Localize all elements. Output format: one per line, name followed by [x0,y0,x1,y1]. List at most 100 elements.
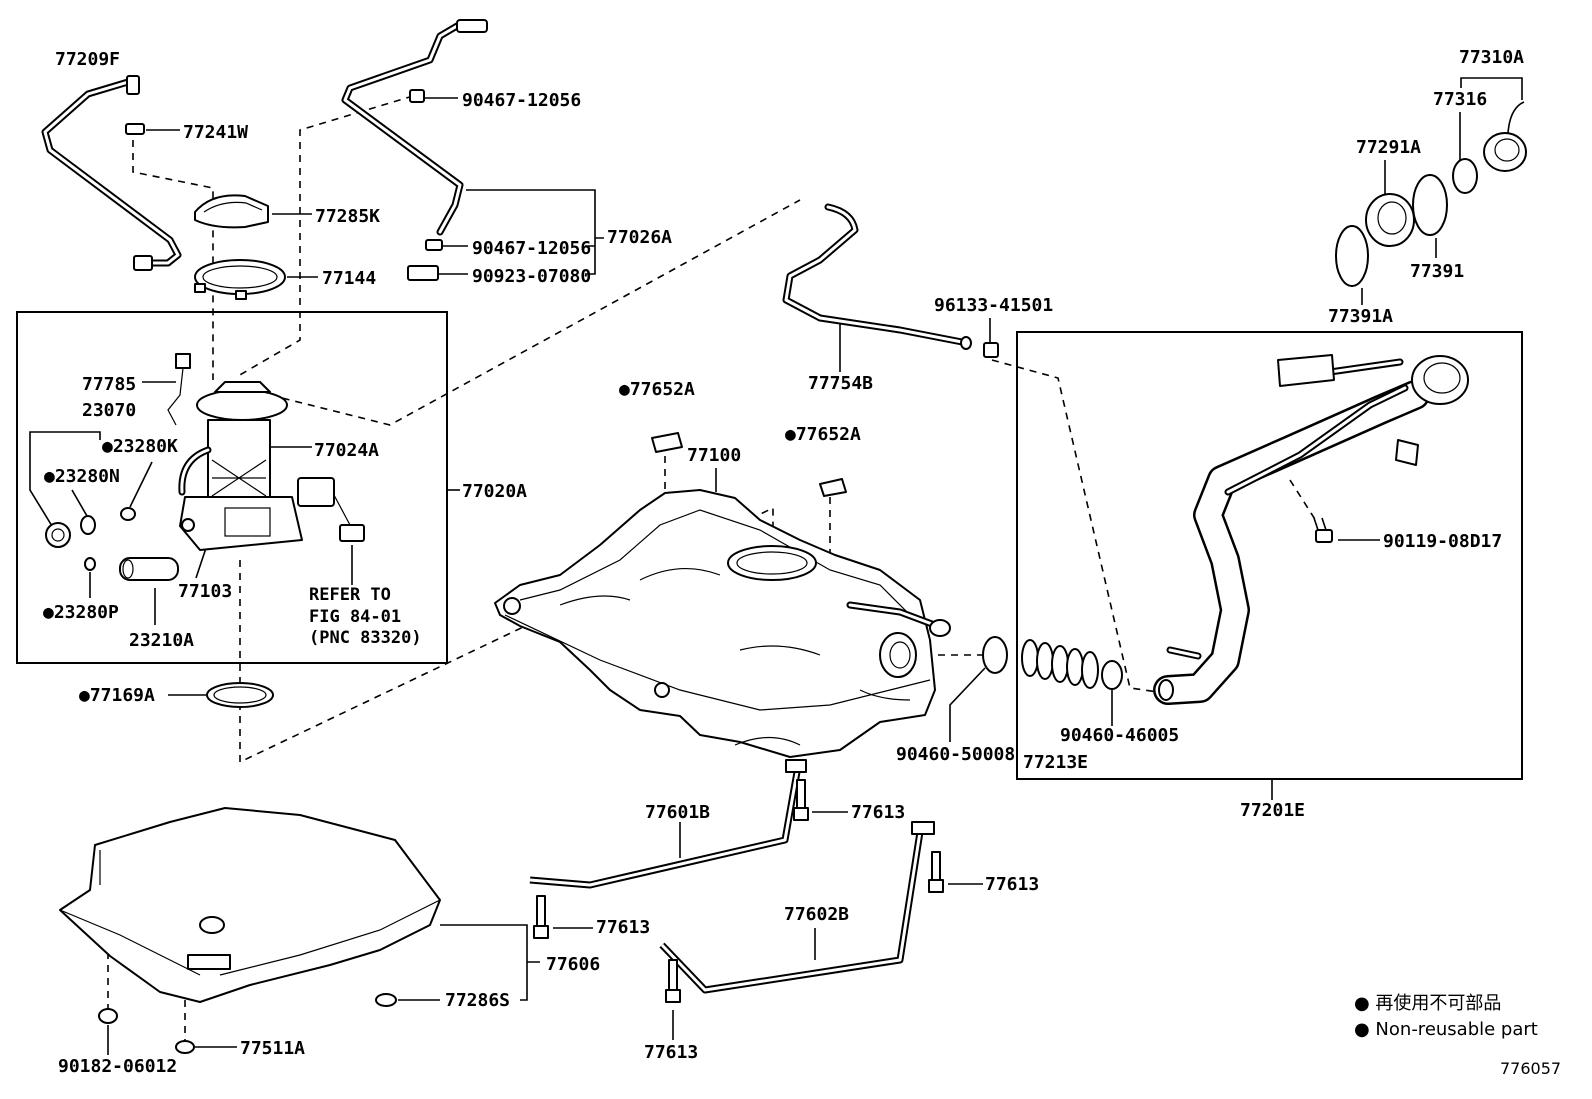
bolt-77613 [793,779,809,821]
clip-96133-41501 [983,342,999,358]
gasket-inner [1377,201,1407,235]
fuel-pump-module-frame [16,311,448,664]
regulator-body [45,522,71,548]
tank-vent-pipe-inner [848,603,934,626]
pipe-bracket [1395,439,1419,466]
hose-ridge [1021,639,1039,677]
callout-77606: 77606 [546,954,600,975]
connector-90923-07080 [407,265,439,281]
fuel-cap-77310A [1483,101,1527,172]
dashed-guide-line [237,95,414,377]
protector-detail [203,201,263,213]
callout-77213E: 77213E [1023,752,1088,773]
callout-77285K: 77285K [315,206,380,227]
leader-line [129,461,153,508]
tank-pump-opening [727,545,817,581]
tube-connector [133,255,153,271]
hose-end [960,336,972,350]
callout-77020A: 77020A [462,481,527,502]
callout-77613: 77613 [985,874,1039,895]
pressure-regulator-23070 [45,522,71,548]
ring-77316 [1452,158,1478,194]
callout-77613: 77613 [851,802,905,823]
figure-number: 776057 [1500,1059,1561,1078]
bolt-shaft [1313,517,1327,531]
strap-inner [660,831,922,992]
callout-77310A: 77310A [1459,47,1524,68]
callout-77024A: 77024A [314,440,379,461]
fuel-tube-left [41,75,182,271]
callout-77169A: ●77169A [79,685,155,706]
clamp-90460-50008 [982,636,1008,674]
ring-outer [194,259,286,295]
callout-77209F: 77209F [55,49,120,70]
gasket-inner [213,686,267,704]
breather-tube [1224,384,1409,496]
bolt-77613 [665,959,681,1003]
tank-pump-opening-inner [736,551,808,575]
strap-bracket [911,821,935,835]
callout-23280K: ●23280K [102,436,178,457]
tube-connector [126,75,140,95]
dashed-guide-line [1289,479,1319,525]
pipe-bracket [1277,354,1335,387]
callout-77144: 77144 [322,268,376,289]
protector-sheet [59,807,441,1003]
callout-90467-12056-top: 90467-12056 [462,90,581,111]
callout-90467-12056: 90467-12056 [472,238,591,259]
pad-77652A [819,478,847,497]
cap-cord [1507,101,1525,134]
bolt-head [1315,529,1333,543]
refer-note-line: (PNC 83320) [309,628,422,648]
callout-77391: 77391 [1410,261,1464,282]
legend: ● 再使用不可部品 ● Non-reusable part [1354,993,1538,1040]
leader-line [71,489,88,517]
fuel-pump-23210A [119,557,179,581]
module-tube-inner [180,448,210,494]
bracket-line-77606 [440,924,540,1001]
refer-note-line: FIG 84-01 [309,607,401,627]
refer-note: REFER TO FIG 84-01 (PNC 83320) [309,585,422,648]
sender-body [297,477,335,507]
o-ring-23280P [84,557,96,571]
bolt-77613 [533,895,549,939]
leader-line [949,667,986,742]
tank-filler-neck [879,632,917,678]
bolt-shaft [796,779,806,809]
filler-pipe-77201E [1153,354,1469,705]
filler-neck-inner [1423,362,1461,394]
regulator-cap [51,528,65,542]
dashed-guide-line [269,199,801,426]
gasket-77291A [1365,193,1415,247]
callout-77241W: 77241W [183,122,248,143]
wire-connector-77785 [175,353,191,369]
bracket-line-77310A [1460,77,1523,100]
tank-filler-neck-inner [889,641,911,669]
strap-bracket [785,759,807,773]
callout-96133-41501: 96133-41501 [934,295,1053,316]
protector-hole [199,916,225,934]
pump-end [122,559,134,579]
callout-77286S: 77286S [445,990,510,1011]
protector-edge [59,850,441,976]
callout-77511A: 77511A [240,1038,305,1059]
fuel-sender-gauge [297,477,365,542]
clip-90467-12056 [425,239,443,251]
callout-77026A: 77026A [607,227,672,248]
clamp-90460-46005 [1101,660,1123,690]
leader-lines [29,77,1523,1055]
bolt-head [533,925,549,939]
callout-77391A: 77391A [1328,306,1393,327]
o-ring-23280K [120,507,136,521]
tube-connector [456,19,488,33]
fuel-reservoir [179,496,303,551]
filler-hose-77213E [1021,639,1099,689]
bolt-head [665,989,681,1003]
float [339,524,365,542]
clip-90467-12056 [409,89,425,103]
tank-mount-ear [503,597,521,615]
callout-77652A-right: ●77652A [785,424,861,445]
callout-23210A: 23210A [129,630,194,651]
bolt-shaft [668,959,678,991]
